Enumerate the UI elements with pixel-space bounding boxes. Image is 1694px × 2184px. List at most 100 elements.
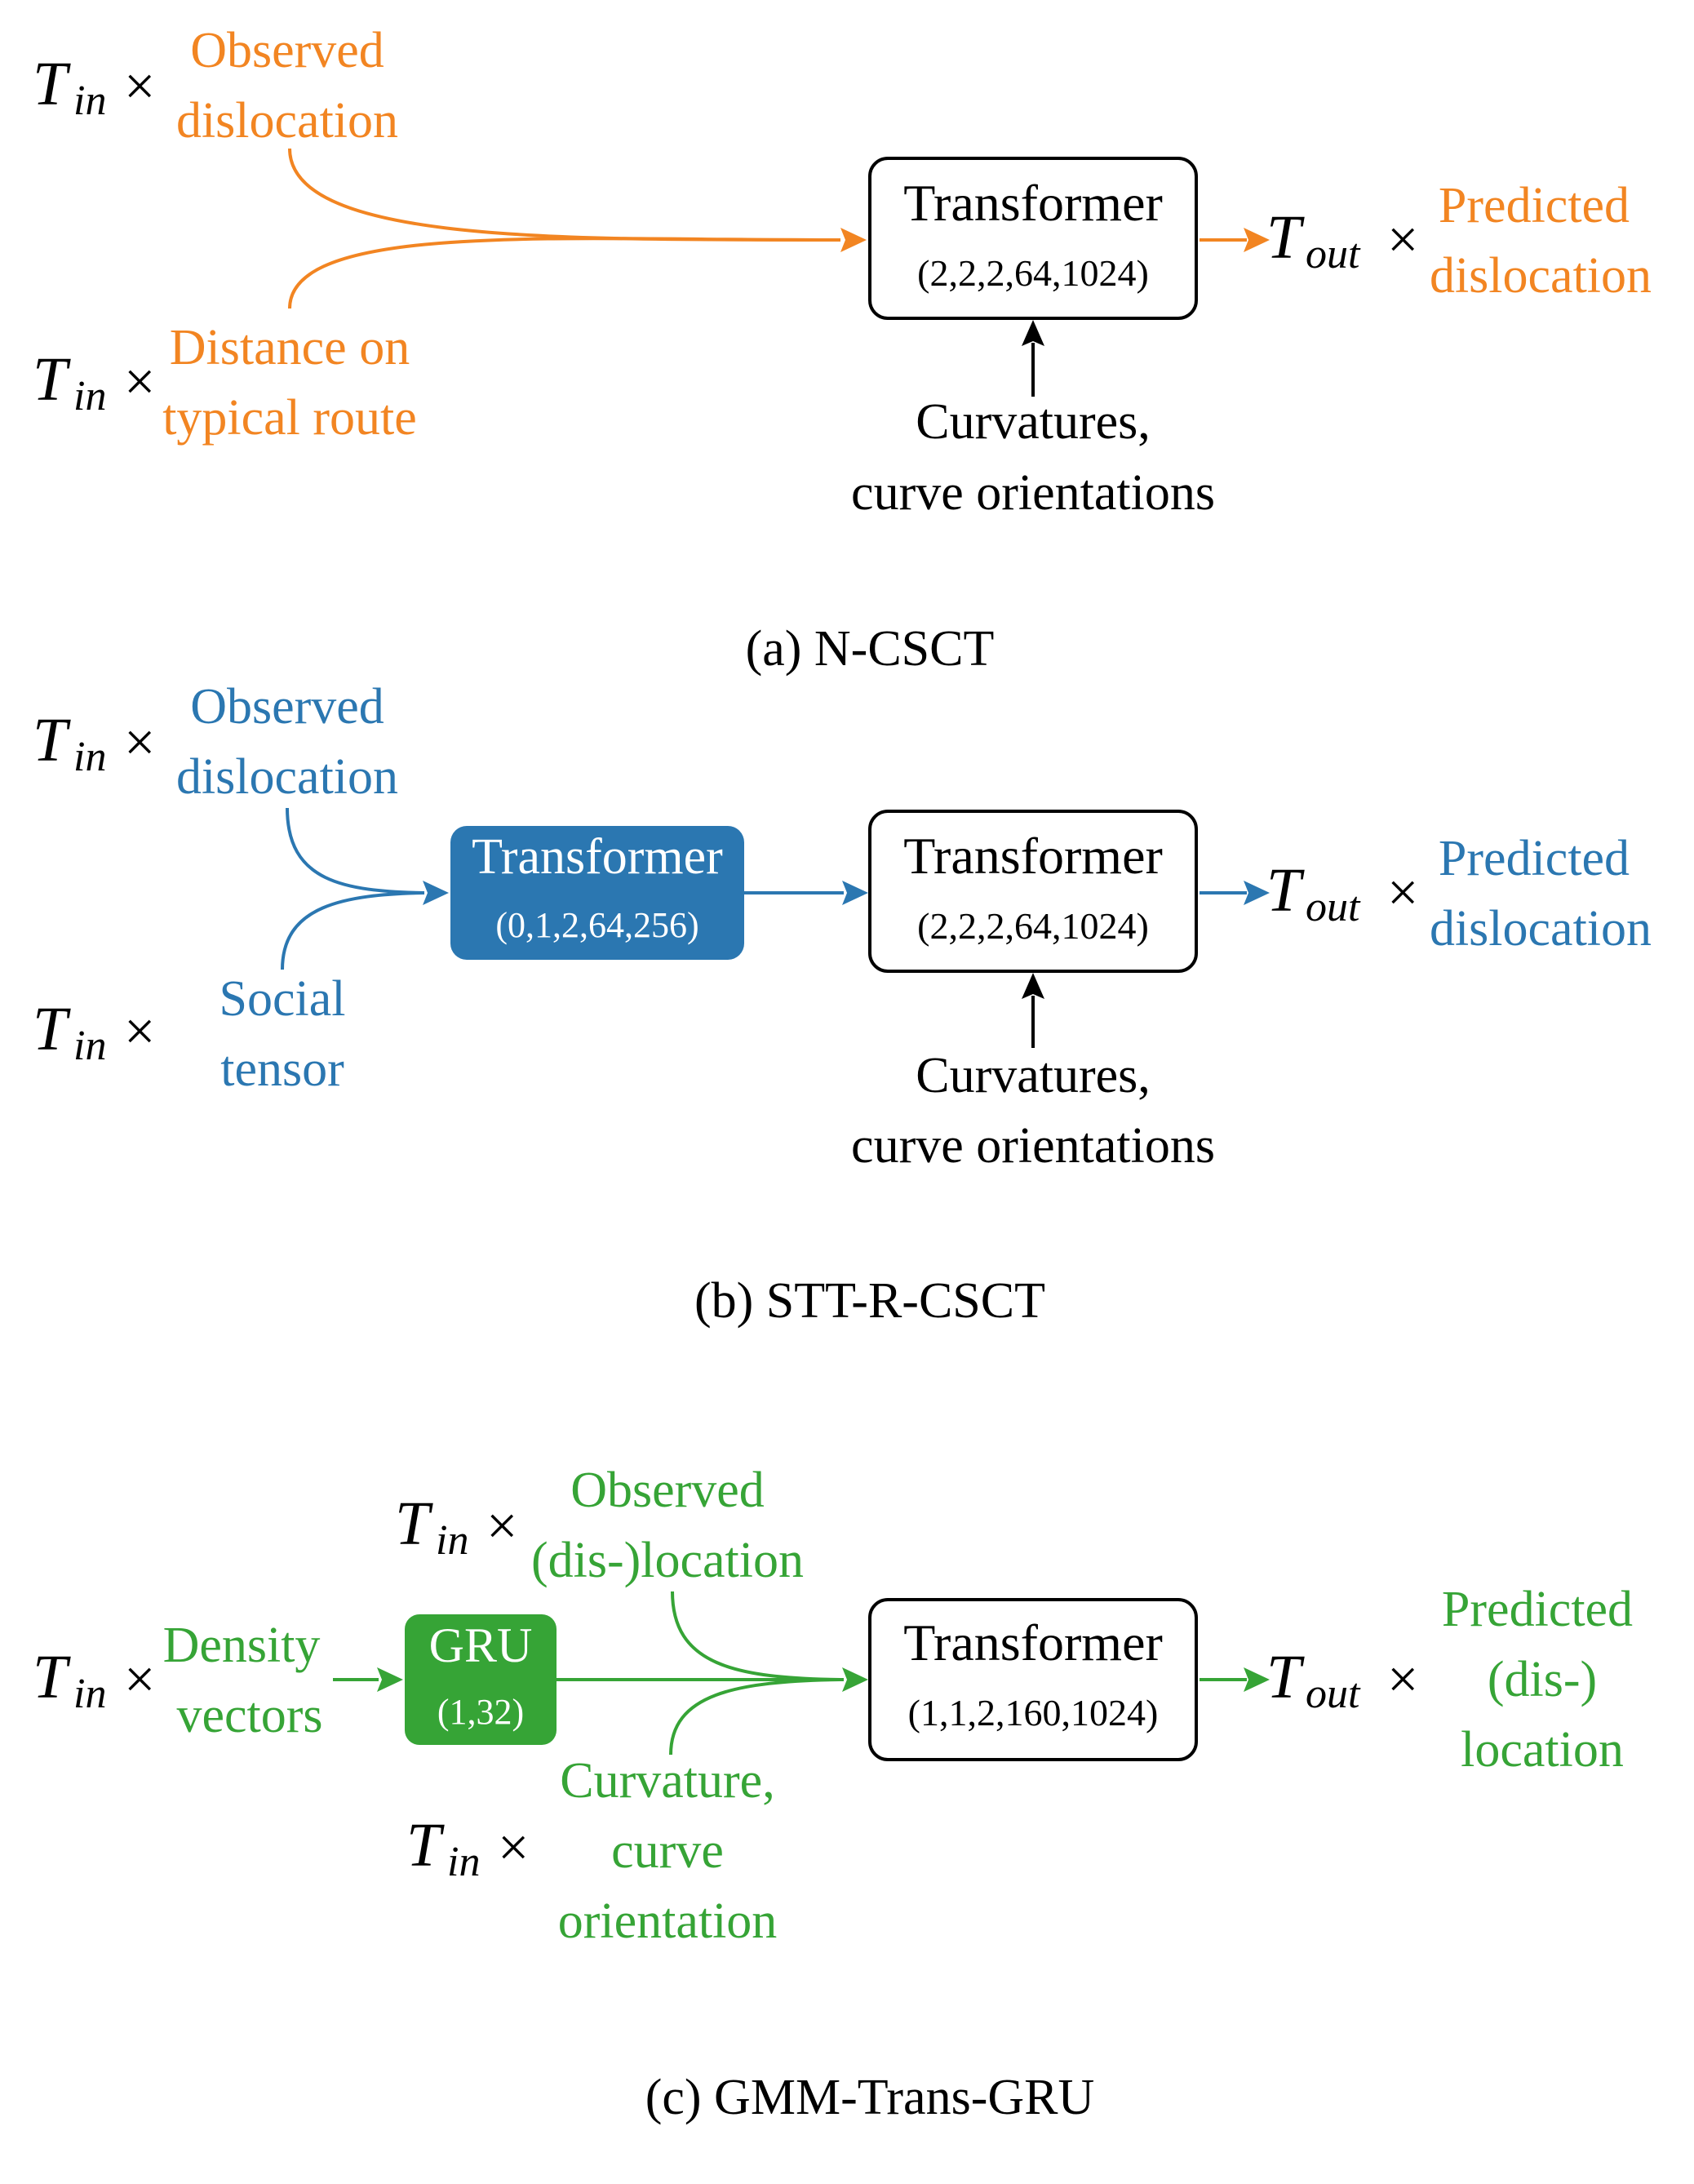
transformer1-box (450, 826, 744, 960)
t-symbol: T (33, 345, 71, 414)
transformer-box (868, 1598, 1198, 1761)
distance-label: Distance on (170, 320, 410, 375)
arrowhead (1022, 320, 1044, 346)
curve-label: curve (611, 1823, 724, 1879)
vectors-label: vectors (176, 1688, 322, 1743)
social-label: Social (220, 971, 346, 1027)
caption-c: (c) GMM-Trans-GRU (645, 2070, 1095, 2125)
dislocation-label: dislocation (176, 93, 398, 149)
t-out-times-b: T out × (1266, 856, 1418, 930)
transformer-params: (2,2,2,64,1024) (917, 252, 1149, 294)
times-symbol: × (1387, 208, 1418, 270)
predicted-dislocation-label: dislocation (1430, 901, 1652, 957)
t-in-times-b2: T in × (33, 995, 155, 1069)
typical-route-label: typical route (162, 390, 417, 446)
t-in-times-c3: T in × (406, 1811, 529, 1885)
transformer-params: (1,1,2,160,1024) (908, 1692, 1159, 1733)
in-subscript: in (447, 1839, 480, 1885)
arrow-observed-to-transformer (288, 148, 841, 242)
t-in-times-c1: T in × (33, 1643, 155, 1717)
predicted-label: Predicted (1442, 1582, 1633, 1637)
gru-box (405, 1614, 557, 1745)
times-symbol: × (124, 55, 155, 117)
curve-orientations-label: curve orientations (851, 1118, 1215, 1174)
in-subscript: in (73, 78, 106, 124)
arrowhead (1244, 881, 1270, 905)
predicted-dislocation-label: dislocation (1430, 248, 1652, 304)
times-symbol: × (124, 350, 155, 412)
arrowhead (842, 1667, 868, 1692)
arrowhead (1244, 228, 1270, 252)
transformer2-box (868, 810, 1198, 973)
panel-c: T in × Density vectors GRU (1,32) T in ×… (33, 1463, 1633, 2125)
in-subscript: in (73, 734, 106, 780)
panel-b: T in × Observed dislocation T in × Socia… (33, 679, 1652, 1329)
arrow-distance-to-transformer (288, 237, 841, 309)
in-subscript: in (73, 373, 106, 419)
curvatures-label: Curvatures, (916, 394, 1151, 450)
arrow-social-to-transformer1 (281, 891, 425, 970)
t-symbol: T (33, 50, 71, 118)
t-symbol: T (406, 1811, 445, 1880)
times-symbol: × (486, 1494, 517, 1556)
density-label: Density (163, 1618, 321, 1673)
location-label: location (1461, 1722, 1624, 1778)
times-symbol: × (498, 1816, 529, 1878)
t-out-times-c: T out × (1266, 1643, 1418, 1717)
curvature-label: Curvature, (560, 1753, 774, 1809)
arrowhead (842, 881, 868, 905)
t-symbol: T (33, 706, 71, 775)
times-symbol: × (124, 1000, 155, 1062)
arrowhead (377, 1667, 403, 1692)
dis-label: (dis-) (1488, 1652, 1597, 1707)
panel-a: T in × Observed dislocation T in × Dista… (33, 23, 1652, 677)
dislocation-label: dislocation (176, 749, 398, 805)
times-symbol: × (1387, 861, 1418, 923)
times-symbol: × (1387, 1648, 1418, 1710)
caption-b: (b) STT-R-CSCT (694, 1273, 1045, 1329)
arrow-curvature-to-transformer (669, 1678, 841, 1756)
dis-location-label: (dis-)location (531, 1533, 804, 1588)
predicted-label: Predicted (1439, 831, 1630, 886)
t-symbol: T (33, 995, 71, 1063)
predicted-label: Predicted (1439, 178, 1630, 233)
t-in-times-a1: T in × (33, 50, 155, 124)
in-subscript: in (436, 1517, 468, 1564)
arrowhead (423, 881, 449, 905)
tensor-label: tensor (220, 1041, 344, 1097)
out-subscript: out (1306, 884, 1361, 930)
times-symbol: × (124, 1648, 155, 1710)
t-symbol: T (395, 1489, 433, 1558)
transformer-title: Transformer (903, 174, 1163, 232)
gru-params: (1,32) (437, 1692, 524, 1732)
out-subscript: out (1306, 1671, 1361, 1717)
t-out-times-a: T out × (1266, 203, 1418, 277)
transformer2-params: (2,2,2,64,1024) (917, 905, 1149, 947)
observed-label: Observed (190, 23, 384, 78)
arrowhead (1244, 1667, 1270, 1692)
curvatures-label: Curvatures, (916, 1048, 1151, 1103)
t-symbol: T (1266, 856, 1305, 925)
t-symbol: T (1266, 1643, 1305, 1711)
out-subscript: out (1306, 231, 1361, 277)
arrowhead (1022, 973, 1044, 999)
in-subscript: in (73, 1023, 106, 1069)
t-in-times-b1: T in × (33, 706, 155, 780)
transformer-title: Transformer (903, 1614, 1163, 1671)
curve-orientations-label: curve orientations (851, 465, 1215, 521)
in-subscript: in (73, 1671, 106, 1717)
observed-label: Observed (570, 1463, 765, 1518)
t-in-times-a2: T in × (33, 345, 155, 419)
observed-label: Observed (190, 679, 384, 735)
transformer1-title: Transformer (472, 829, 723, 885)
arrowhead (840, 228, 867, 252)
times-symbol: × (124, 711, 155, 773)
arrow-observed-to-transformer1 (286, 807, 425, 894)
transformer-box (868, 157, 1198, 320)
t-symbol: T (1266, 203, 1305, 272)
orientation-label: orientation (558, 1893, 778, 1949)
t-symbol: T (33, 1643, 71, 1711)
gru-title: GRU (429, 1618, 533, 1672)
